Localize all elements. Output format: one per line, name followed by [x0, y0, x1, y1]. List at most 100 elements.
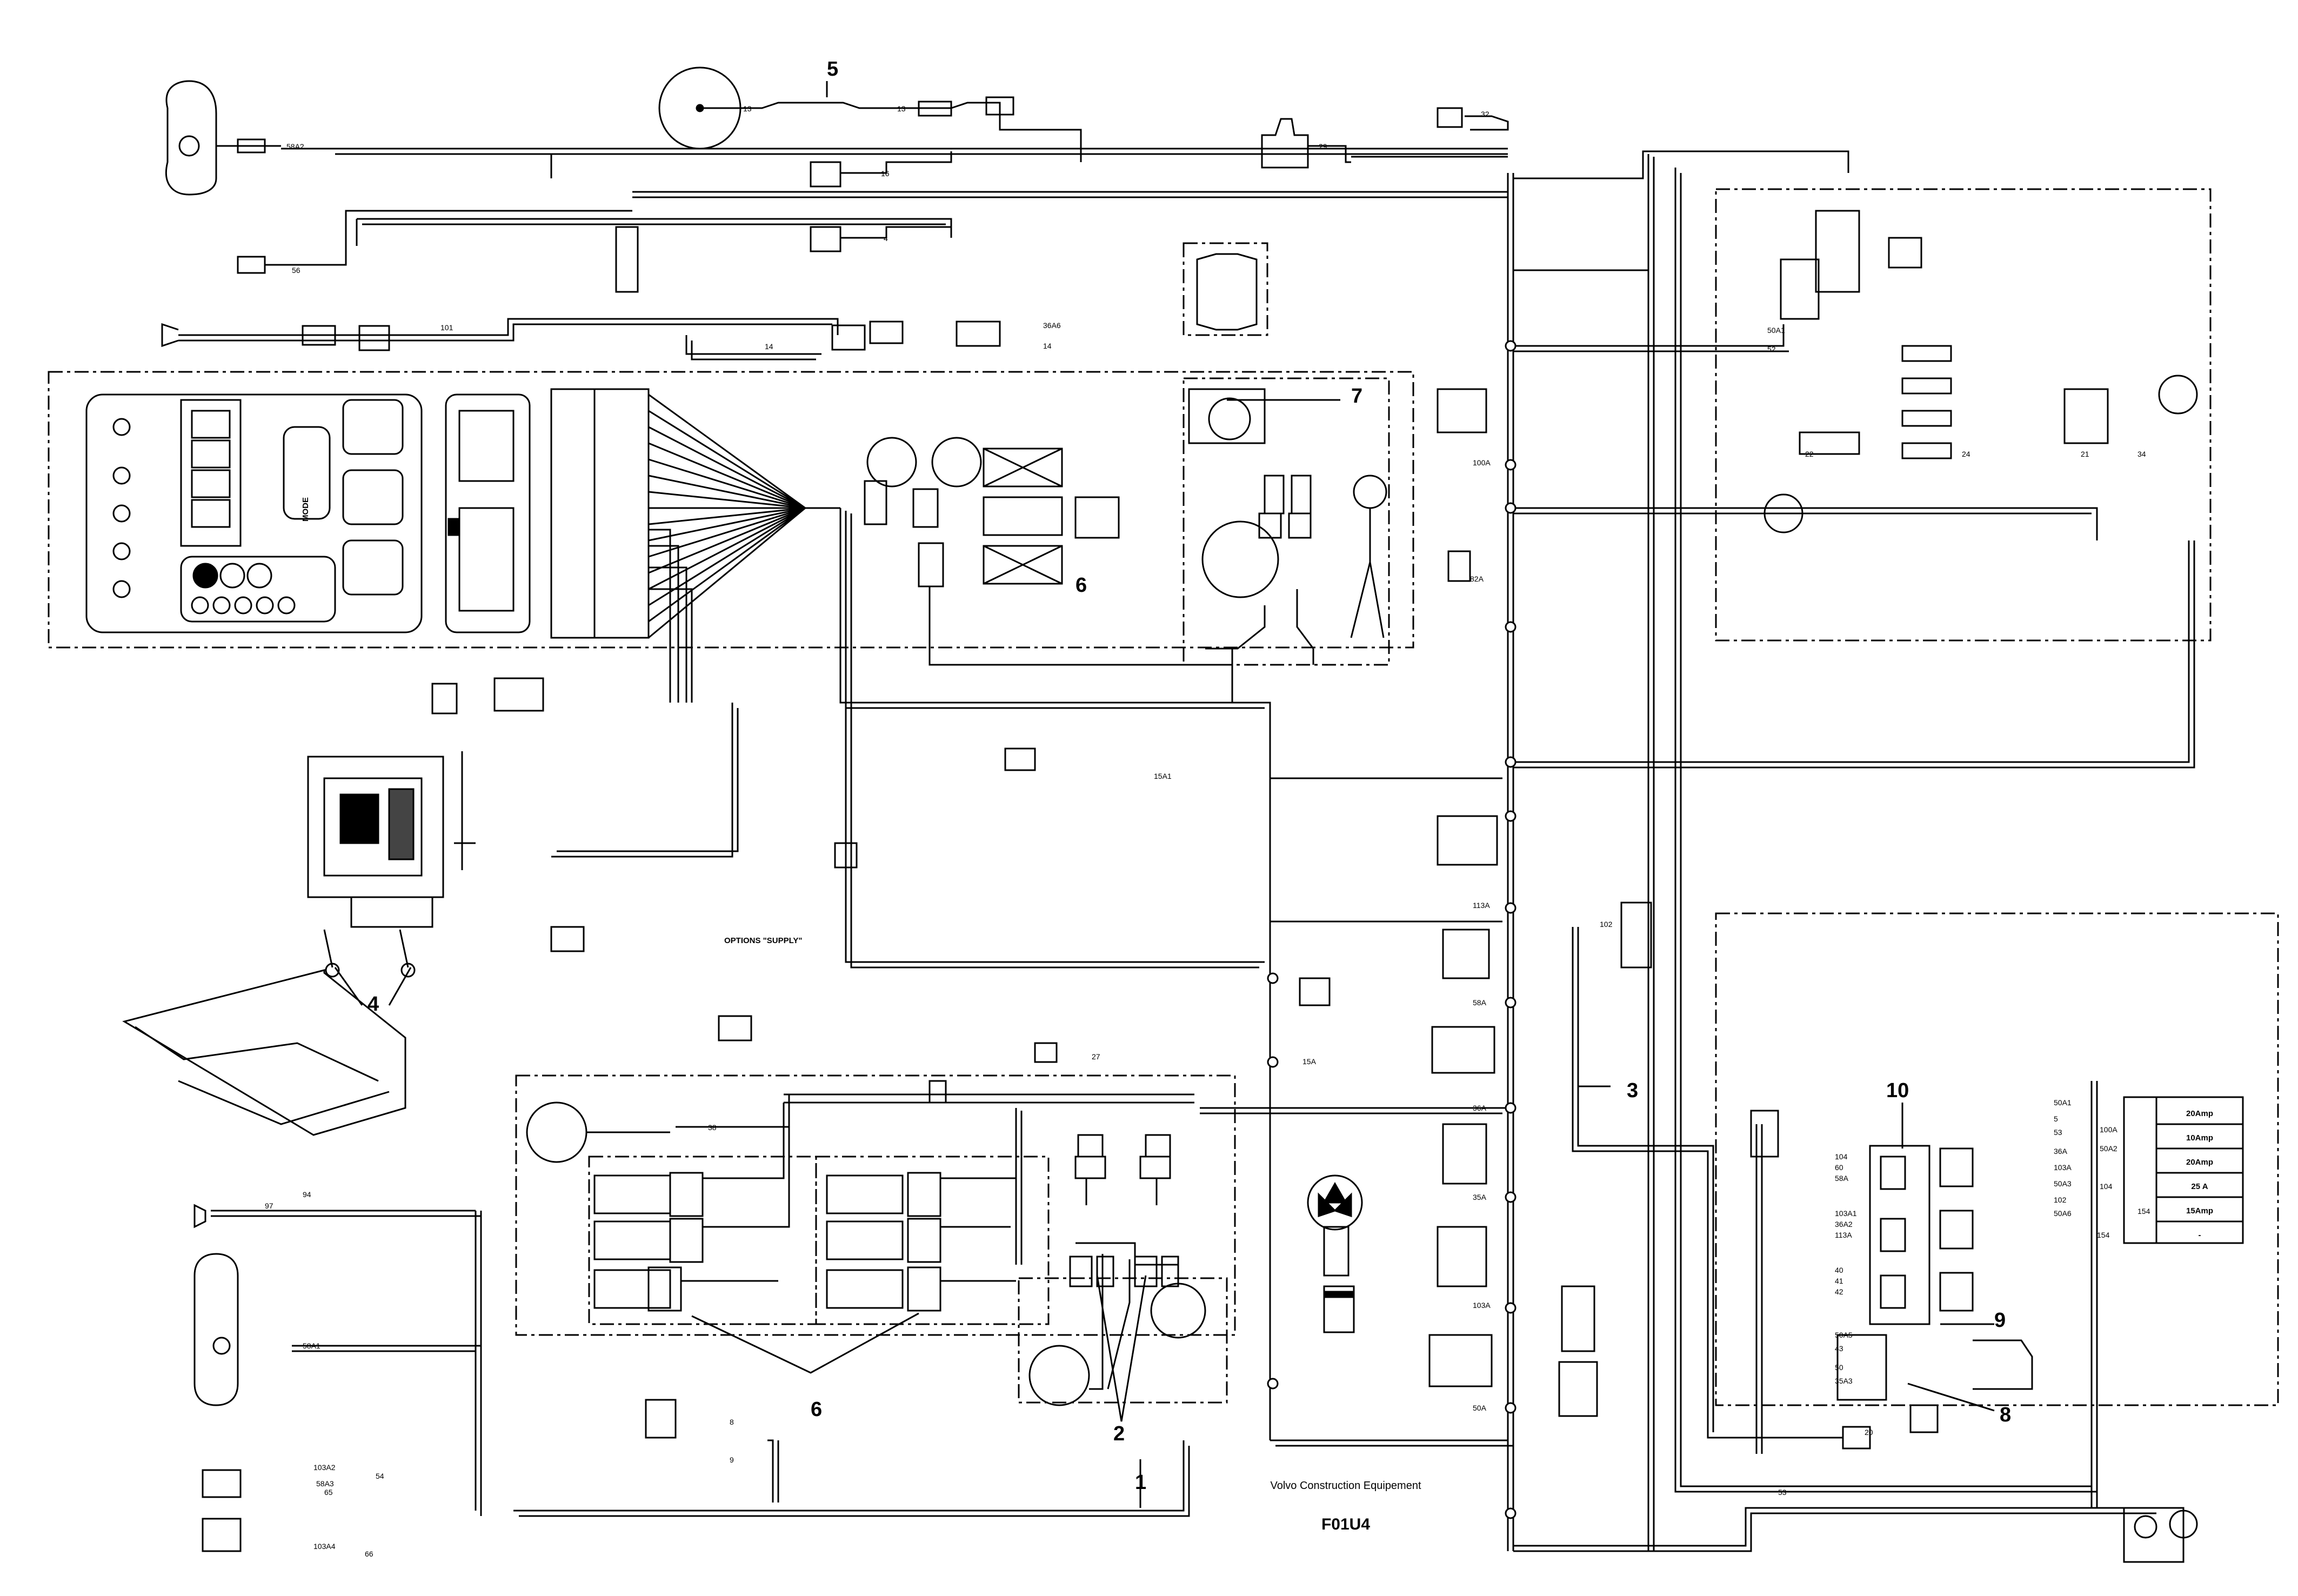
svg-text:100A: 100A: [2100, 1125, 2117, 1134]
svg-text:66: 66: [365, 1550, 373, 1558]
svg-text:35A3: 35A3: [1835, 1377, 1853, 1385]
relay-sub-area-a: [588, 1156, 817, 1325]
right-lower-area: [1715, 912, 2279, 1406]
instrument-panel-area: [48, 371, 1414, 649]
labels: MODE OPTIONS "SUPPLY" Volvo Construction…: [301, 497, 1421, 1533]
svg-text:104: 104: [1835, 1152, 1848, 1161]
options-label: OPTIONS "SUPPLY": [724, 936, 803, 945]
relay-sub-area-b: [815, 1156, 1050, 1325]
svg-text:50A1: 50A1: [1767, 326, 1785, 335]
svg-text:36A6: 36A6: [1043, 321, 1061, 330]
svg-text:13: 13: [897, 104, 906, 113]
svg-text:103A1: 103A1: [1835, 1209, 1857, 1218]
svg-text:20Amp: 20Amp: [2186, 1158, 2213, 1167]
svg-text:56: 56: [292, 266, 300, 275]
svg-text:58A: 58A: [1835, 1174, 1849, 1183]
svg-text:58A: 58A: [1473, 998, 1487, 1007]
svg-text:50A6: 50A6: [2054, 1209, 2072, 1218]
engine-illustration: [122, 751, 476, 1136]
svg-text:36A2: 36A2: [1835, 1220, 1853, 1228]
svg-text:58A1: 58A1: [303, 1341, 320, 1350]
instrument-panel: [85, 393, 423, 633]
svg-text:103A: 103A: [2054, 1163, 2072, 1172]
svg-text:9: 9: [730, 1455, 734, 1464]
drawing-code: F01U4: [1321, 1515, 1370, 1533]
svg-text:4: 4: [884, 234, 888, 243]
svg-text:50A5: 50A5: [1835, 1331, 1853, 1339]
sensor-box-area: [1183, 242, 1268, 336]
svg-text:27: 27: [1092, 1052, 1100, 1061]
svg-text:50: 50: [1835, 1363, 1843, 1372]
svg-text:-: -: [2199, 1231, 2201, 1240]
svg-text:54: 54: [376, 1472, 384, 1480]
svg-text:50A: 50A: [1473, 1404, 1487, 1412]
fuse-table-labels: 20Amp 10Amp 20Amp 25 A 15Amp - 50A1 5 53…: [2054, 1098, 2213, 1240]
callout-8: 8: [2000, 1404, 2011, 1426]
svg-text:104: 104: [2100, 1182, 2113, 1191]
svg-text:34: 34: [2137, 450, 2146, 458]
svg-text:42: 42: [1835, 1287, 1843, 1296]
svg-text:5: 5: [2054, 1114, 2058, 1123]
svg-text:21: 21: [2081, 450, 2089, 458]
svg-text:50A1: 50A1: [2054, 1098, 2072, 1107]
svg-text:53: 53: [1778, 1488, 1787, 1497]
svg-text:15A: 15A: [1302, 1057, 1317, 1066]
callout-numbers: 1 2 3 4 5 6 6 7 8 9 10: [368, 58, 2011, 1494]
svg-text:14: 14: [1043, 342, 1052, 350]
svg-text:10Amp: 10Amp: [2186, 1133, 2213, 1143]
svg-text:58A2: 58A2: [286, 142, 304, 151]
svg-text:53: 53: [2054, 1128, 2062, 1137]
svg-text:113A: 113A: [1473, 901, 1490, 910]
svg-text:43: 43: [1835, 1344, 1843, 1353]
beacon-lamp-top: [165, 80, 217, 196]
svg-text:20: 20: [1865, 1428, 1873, 1437]
svg-text:29: 29: [1319, 142, 1327, 151]
beacon-lamp-bottom: [193, 1253, 239, 1406]
svg-text:50A3: 50A3: [2054, 1179, 2072, 1188]
relay-wire-tags: 104 60 58A 103A1 36A2 113A 40 41 42 50A5…: [1835, 1152, 1857, 1385]
svg-text:32: 32: [1481, 110, 1489, 118]
svg-text:82A: 82A: [1470, 575, 1484, 583]
callout-6a: 6: [811, 1398, 822, 1421]
manufacturer-label: Volvo Construction Equipement: [1270, 1480, 1421, 1492]
svg-text:60: 60: [1835, 1163, 1843, 1172]
relay-box-area: [515, 1074, 1236, 1336]
svg-text:36A: 36A: [2054, 1147, 2068, 1156]
socket-box-area: [1183, 377, 1390, 666]
svg-text:100A: 100A: [1473, 458, 1491, 467]
svg-text:94: 94: [303, 1190, 311, 1199]
svg-text:22: 22: [1805, 450, 1814, 458]
svg-text:24: 24: [1962, 450, 1970, 458]
svg-text:8: 8: [730, 1418, 734, 1426]
callout-6b: 6: [1075, 574, 1087, 597]
callout-2: 2: [1113, 1423, 1125, 1445]
svg-text:50A2: 50A2: [2100, 1144, 2117, 1153]
callout-7: 7: [1351, 385, 1362, 408]
svg-text:102: 102: [2054, 1196, 2067, 1204]
mode-label: MODE: [301, 497, 310, 522]
svg-text:35A: 35A: [1473, 1193, 1487, 1201]
svg-text:14: 14: [765, 342, 773, 351]
svg-text:113A: 113A: [1835, 1231, 1852, 1239]
svg-text:154: 154: [2137, 1207, 2150, 1216]
callout-10: 10: [1886, 1079, 1909, 1102]
svg-text:15Amp: 15Amp: [2186, 1206, 2213, 1216]
svg-text:40: 40: [1835, 1266, 1843, 1274]
motor-sub-area: [1018, 1277, 1228, 1404]
svg-text:103A: 103A: [1473, 1301, 1491, 1310]
svg-text:154: 154: [2097, 1231, 2110, 1239]
svg-text:41: 41: [1835, 1277, 1843, 1285]
svg-text:36A: 36A: [1473, 1104, 1487, 1112]
svg-text:38: 38: [708, 1123, 717, 1132]
right-upper-area: [1715, 188, 2212, 642]
svg-text:15A1: 15A1: [1154, 772, 1172, 780]
svg-text:103A2: 103A2: [313, 1463, 336, 1472]
callout-9: 9: [1994, 1309, 2006, 1332]
svg-text:52: 52: [1767, 345, 1776, 353]
callout-5: 5: [827, 58, 838, 81]
callout-4: 4: [368, 993, 379, 1016]
svg-text:58A3: 58A3: [316, 1479, 334, 1488]
svg-text:65: 65: [324, 1488, 333, 1497]
svg-text:103A4: 103A4: [313, 1542, 336, 1551]
